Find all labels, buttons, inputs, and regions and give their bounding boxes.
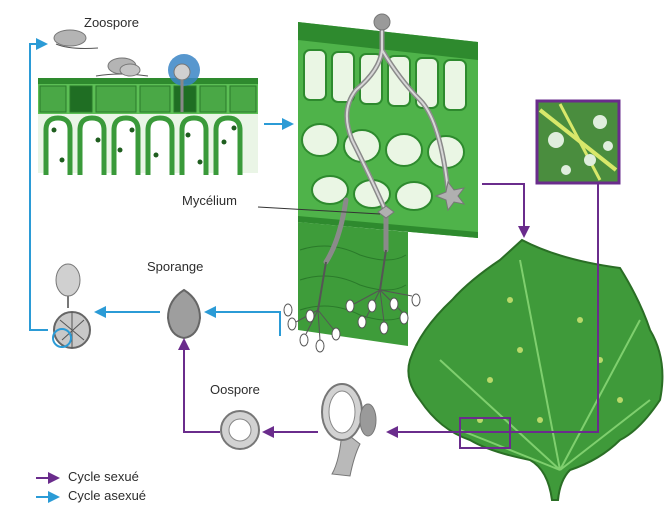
infected-leaf bbox=[408, 240, 662, 500]
sporange-label: Sporange bbox=[147, 259, 203, 274]
legend-sexual-label: Cycle sexué bbox=[68, 469, 139, 484]
mycelium-label: Mycélium bbox=[182, 193, 237, 208]
zoospore-label: Zoospore bbox=[84, 15, 139, 30]
leaf-detail-inset bbox=[537, 101, 619, 183]
germinating-sporangium-icon bbox=[53, 264, 90, 348]
infected-tissue-block bbox=[284, 14, 478, 352]
oospore-icon bbox=[221, 411, 259, 449]
legend-asexual-label: Cycle asexué bbox=[68, 488, 146, 503]
germinating-oospore-icon bbox=[322, 384, 376, 476]
sporangium-icon bbox=[168, 290, 200, 338]
leaf-surface-cross-section bbox=[38, 30, 258, 175]
oospore-label: Oospore bbox=[210, 382, 260, 397]
